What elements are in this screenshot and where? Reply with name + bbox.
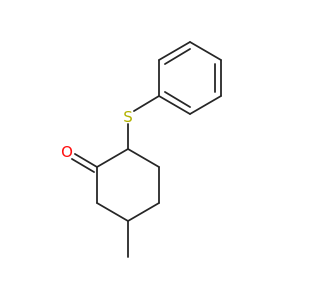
sulfur-atom-label: S (123, 108, 133, 126)
bond-c2-c3 (127, 148, 160, 168)
bond-ph3-ph4 (189, 41, 222, 61)
bond-carbonyl-b (71, 158, 95, 173)
bond-ph2-ph3 (158, 41, 191, 61)
bond-aromatic-inner-3 (164, 91, 191, 108)
bond-c4-c5 (127, 202, 160, 222)
bond-s-phenyl (133, 95, 160, 112)
structure-drawing: O S (61, 41, 222, 258)
bond-c1-c2 (96, 148, 129, 168)
bond-ph6-ph1 (158, 95, 191, 115)
bond-aromatic-inner-1 (164, 48, 191, 65)
bond-carbonyl-a (74, 153, 98, 168)
molecule-canvas: O S (61, 41, 222, 258)
bond-c5-c6 (96, 202, 129, 222)
bond-ph5-ph6 (189, 95, 222, 115)
oxygen-atom-label: O (61, 143, 73, 161)
